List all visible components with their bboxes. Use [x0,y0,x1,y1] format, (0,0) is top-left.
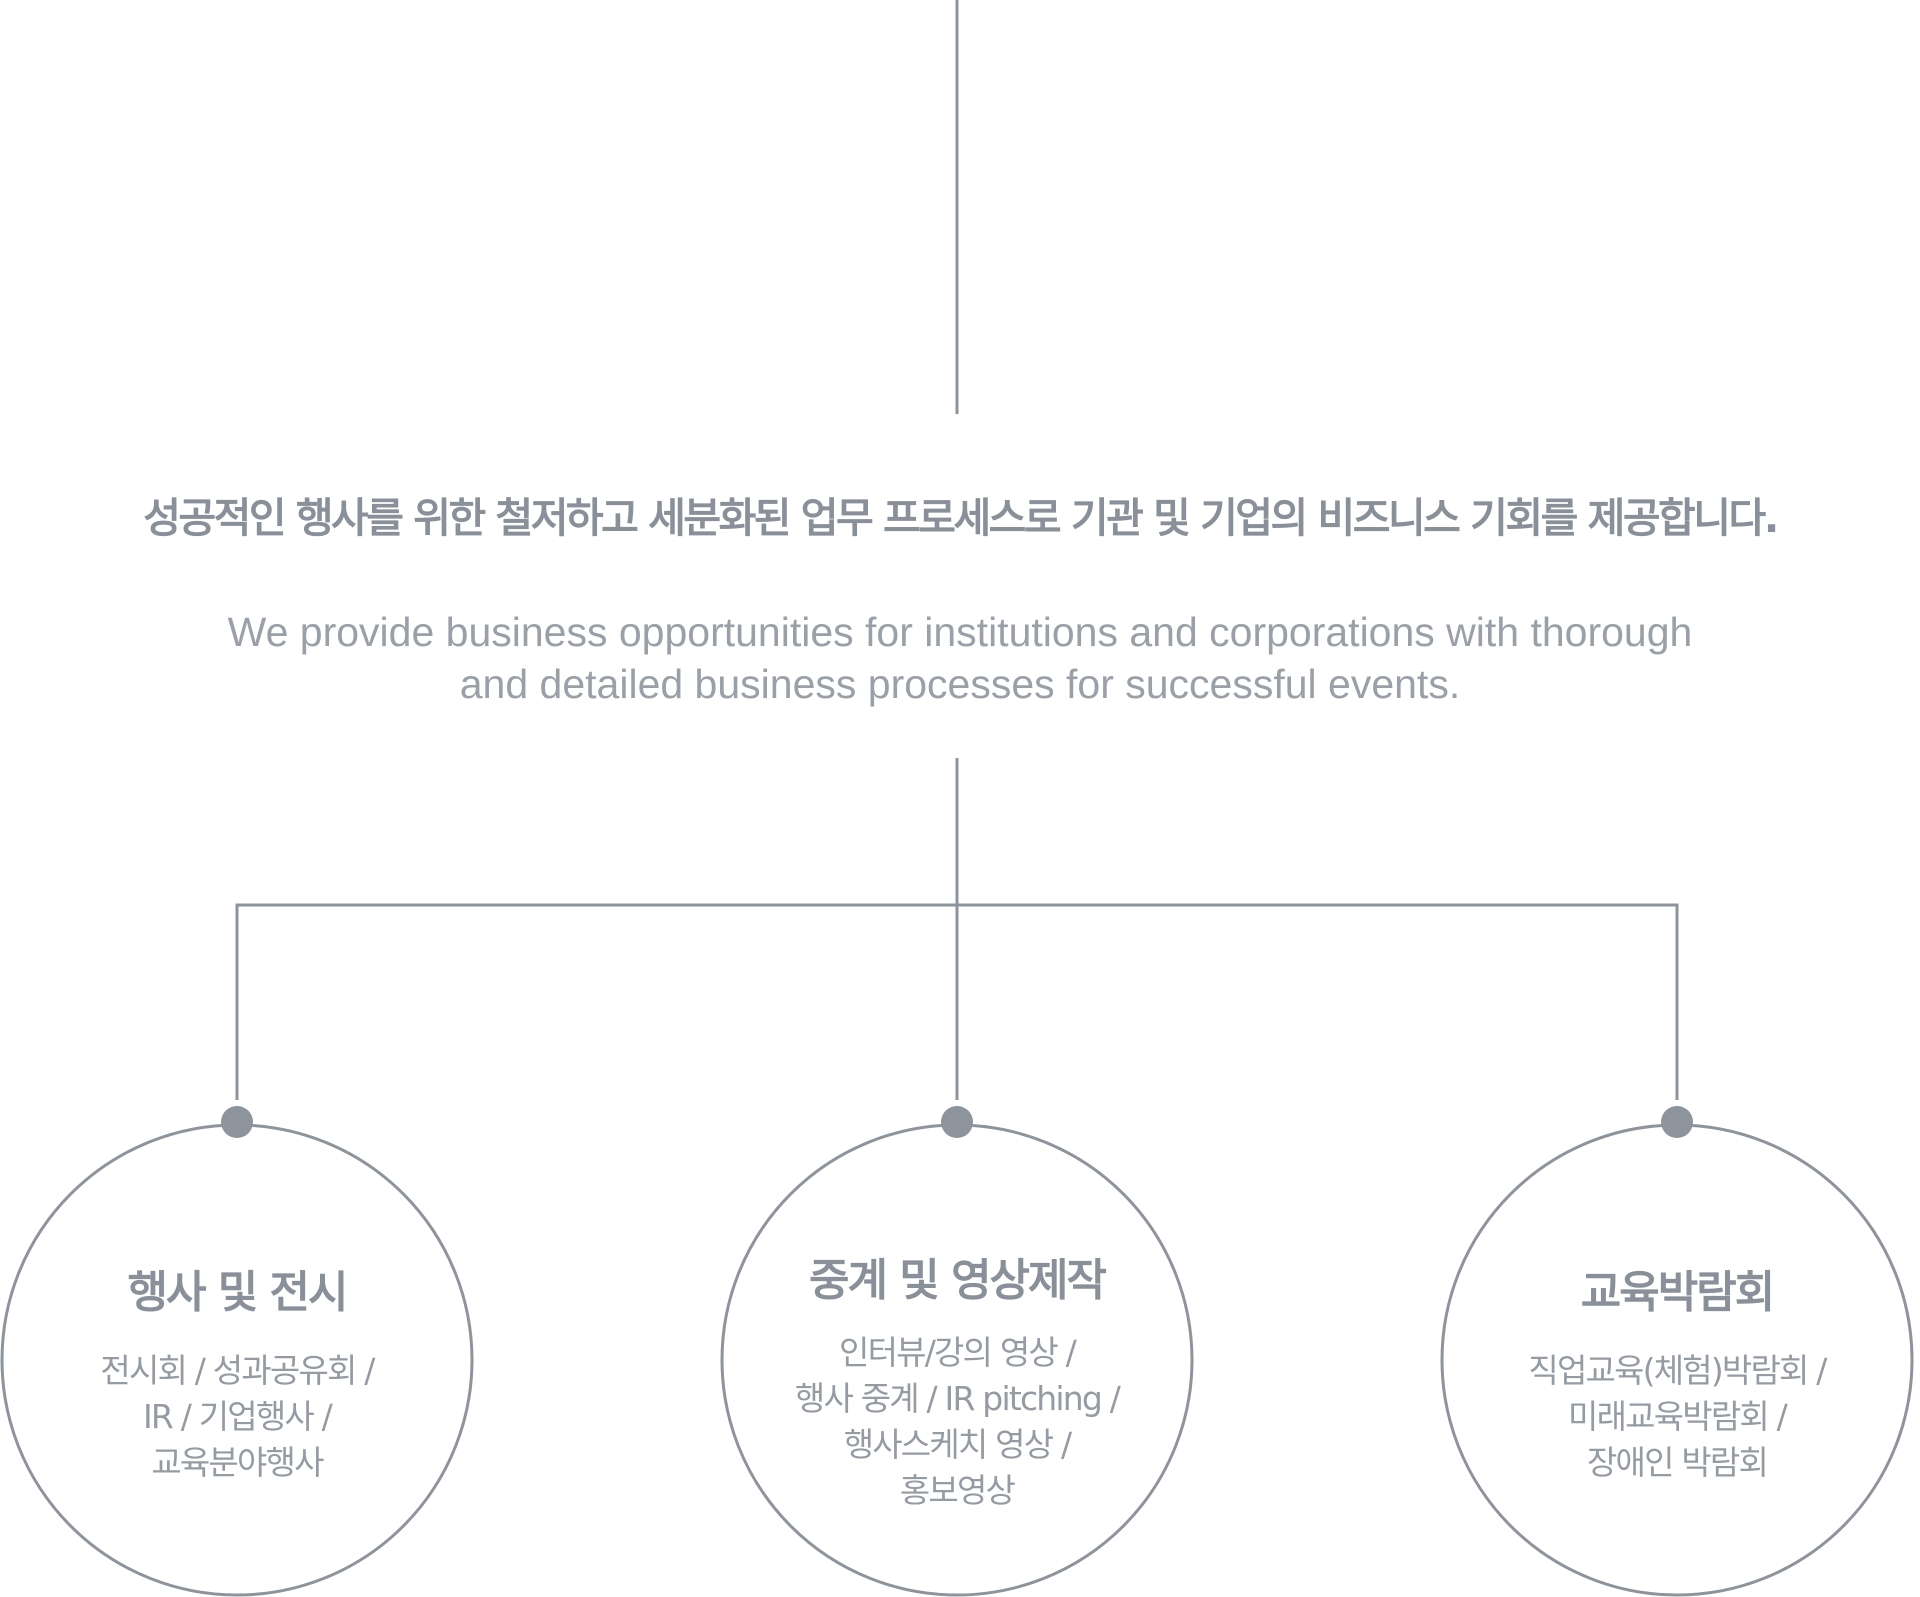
node-title: 교육박람회 [1580,1267,1775,1318]
node-dot-events [221,1106,253,1138]
node-title: 행사 및 전시 [127,1267,348,1318]
node-description: 직업교육(체험)박람회 / 미래교육박람회 / 장애인 박람회 [1447,1348,1907,1486]
node-description: 인터뷰/강의 영상 / 행사 중계 / IR pitching / 행사스케치 … [727,1330,1187,1514]
node-description-line: 인터뷰/강의 영상 / [839,1333,1077,1372]
node-description-line: 교육분야행사 [151,1443,324,1482]
node-description-line: 행사 중계 / IR pitching / [794,1379,1121,1418]
node-dot-education [1661,1106,1693,1138]
node-description-line: 행사스케치 영상 / [843,1425,1072,1464]
node-education: 교육박람회 직업교육(체험)박람회 / 미래교육박람회 / 장애인 박람회 [1447,1256,1907,1486]
node-title: 중계 및 영상제작 [809,1255,1107,1306]
node-description-line: 홍보영상 [899,1471,1016,1510]
node-description-line: IR / 기업행사 / [142,1397,333,1436]
heading-korean: 성공적인 행사를 위한 철저하고 세분화된 업무 프로세스로 기관 및 기업의 … [143,494,1779,542]
heading-english-line: and detailed business processes for succ… [459,661,1461,707]
node-description-line: 장애인 박람회 [1586,1443,1769,1482]
node-description: 전시회 / 성과공유회 / IR / 기업행사 / 교육분야행사 [7,1348,467,1486]
node-broadcast: 중계 및 영상제작 인터뷰/강의 영상 / 행사 중계 / IR pitchin… [727,1244,1187,1514]
node-description-line: 직업교육(체험)박람회 / [1528,1351,1827,1390]
node-description-line: 전시회 / 성과공유회 / [100,1351,375,1390]
heading-english: We provide business opportunities for in… [0,606,1920,710]
left-branch-line [235,903,957,1100]
right-branch-line [957,903,1679,1100]
node-description-line: 미래교육박람회 / [1568,1397,1788,1436]
heading-english-line: We provide business opportunities for in… [227,609,1693,655]
node-events: 행사 및 전시 전시회 / 성과공유회 / IR / 기업행사 / 교육분야행사 [7,1256,467,1486]
node-dot-broadcast [941,1106,973,1138]
